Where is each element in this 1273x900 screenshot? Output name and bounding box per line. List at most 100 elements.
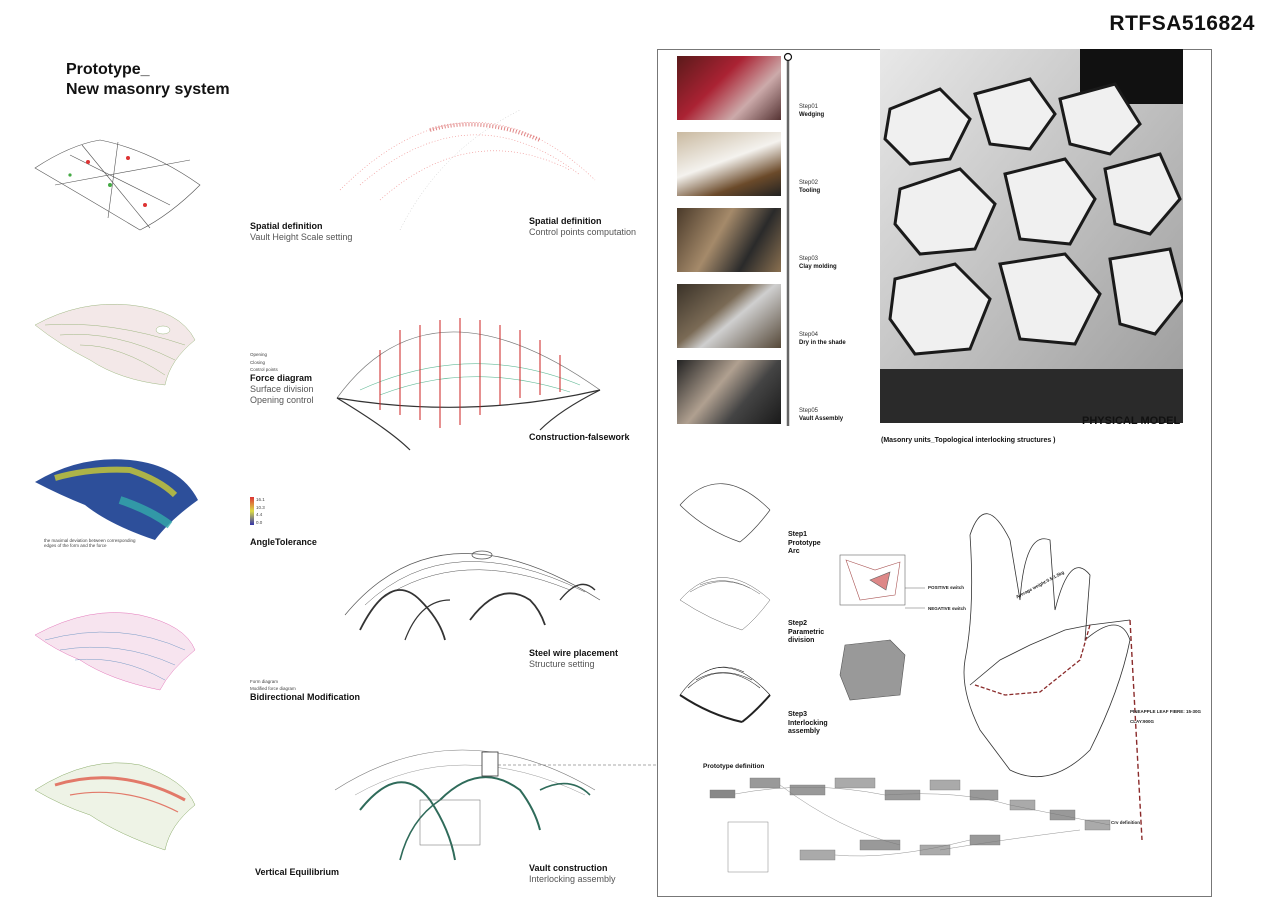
step-vault-assembly: Step05 Vault Assembly: [799, 408, 843, 423]
steel-wire-vault: [344, 550, 601, 641]
caption-construction-falsework: Construction-falsework: [529, 432, 630, 443]
vault-construction: [334, 749, 657, 861]
force-legend: Opening Closing Control points: [250, 351, 278, 374]
scale-tick: 16.1: [256, 497, 265, 502]
hand-illustration: [963, 513, 1143, 841]
parametric-division: [679, 577, 771, 631]
angle-tolerance-map: [35, 459, 254, 540]
control-points-dome: [339, 109, 596, 231]
scale-tick: 4.4: [256, 512, 263, 517]
prototype-definition-graph: [709, 777, 1111, 873]
caption-spatial-definition-1: Spatial definition Vault Height Scale se…: [250, 221, 352, 243]
step-number: Step1: [788, 531, 808, 538]
vertical-equilibrium-diagram: [34, 762, 196, 851]
step-name: Wedging: [799, 111, 825, 118]
negative-switch-label: NEGATIVE switch: [928, 606, 966, 611]
angle-scale: 16.1 10.3 4.4 0.0: [256, 496, 265, 526]
caption-sub: Control points computation: [529, 227, 637, 237]
proto-step-division: Step2 Parametric division: [788, 620, 824, 646]
step-wedging: Step01 Wedging: [799, 104, 824, 119]
caption-title: Vertical Equilibrium: [255, 867, 340, 877]
photo-wedging: [677, 56, 781, 120]
caption-force-diagram: Force diagram Surface division Opening c…: [250, 373, 314, 406]
caption-sub: Opening control: [250, 395, 314, 405]
photo-clay-molding: [677, 208, 781, 272]
bidir-legend: Form diagram Modified force diagram: [250, 678, 296, 692]
bidirectional-diagram: [34, 612, 196, 691]
step-number: Step03: [799, 256, 819, 262]
step-name: Dry in the shade: [799, 339, 846, 346]
step-line-2: Arc: [788, 548, 800, 555]
scale-tick: 10.3: [256, 504, 265, 510]
step-number: Step05: [799, 408, 819, 414]
caption-sub: Vault Height Scale setting: [250, 232, 353, 242]
scale-tick: 0.0: [256, 519, 263, 525]
vault-height-diagram: [34, 139, 201, 231]
legend-control-points: Control points: [250, 367, 278, 372]
step-number: Step04: [799, 332, 819, 338]
step-dry-shade: Step04 Dry in the shade: [799, 332, 846, 347]
caption-bidirectional: Bidirectional Modification: [250, 692, 360, 703]
clay-label: CLAY:900G: [1130, 719, 1155, 724]
step-line-1: Interlocking: [788, 719, 828, 727]
caption-spatial-definition-2: Spatial definition Control points comput…: [529, 216, 636, 238]
physical-model-label: PHYSICAL MODEL: [1082, 415, 1181, 427]
photo-dry-shade: [677, 284, 781, 348]
step-clay-molding: Step03 Clay molding: [799, 256, 837, 271]
physical-model-photo: [880, 49, 1183, 423]
caption-steel-wire: Steel wire placement Structure setting: [529, 648, 618, 670]
caption-title: AngleTolerance: [250, 537, 317, 547]
step-number: Step2: [788, 620, 808, 627]
step-number: Step01: [799, 104, 819, 110]
caption-title: Force diagram: [250, 373, 313, 383]
legend-opening: Opening: [250, 352, 268, 357]
proto-step-arc: Step1 Prototype Arc: [788, 531, 821, 557]
step-line-2: division: [788, 637, 815, 644]
page-title: Prototype_ New masonry system: [66, 60, 230, 100]
step-name: Vault Assembly: [799, 415, 844, 422]
caption-sub: Interlocking assembly: [529, 874, 616, 884]
legend-closing: Closing: [250, 359, 266, 365]
interlocking-blocks-image: [880, 49, 1183, 423]
caption-title: Steel wire placement: [529, 648, 619, 658]
prototype-drawings: [679, 483, 1143, 873]
step-name: Tooling: [799, 187, 821, 194]
fibre-label: PINEAPPLE LEAF FIBRE: 15-30G: [1130, 709, 1202, 714]
step-tooling: Step02 Tooling: [799, 180, 820, 195]
interlocking-assembly-arc: [679, 666, 771, 723]
caption-sub: Surface division: [250, 384, 314, 394]
masonry-caption: (Masonry units_Topological interlocking …: [881, 437, 1056, 444]
timeline-line: [783, 52, 793, 426]
angle-note: the maximal deviation between correspond…: [44, 538, 136, 548]
legend-modified-force: Modified force diagram: [250, 686, 296, 691]
definition-title: Prototype definition: [703, 763, 765, 770]
caption-angle-tolerance: AngleTolerance: [250, 537, 317, 548]
title-line-1: Prototype_: [66, 61, 150, 78]
falsework-vault: [336, 318, 601, 451]
proto-step-assembly: Step3 Interlocking assembly: [788, 711, 828, 737]
prototype-arc: [679, 483, 771, 543]
caption-title: Bidirectional Modification: [250, 692, 361, 702]
caption-sub: Structure setting: [529, 659, 595, 669]
force-diagram-surface: [34, 303, 196, 386]
caption-title: Spatial definition: [250, 221, 323, 231]
step-number: Step3: [788, 711, 808, 718]
step-number: Step02: [799, 180, 819, 186]
legend-form: Form diagram: [250, 679, 279, 684]
caption-title: Vault construction: [529, 863, 608, 873]
caption-vertical-equilibrium: Vertical Equilibrium: [255, 867, 339, 878]
title-line-2: New masonry system: [66, 81, 230, 98]
caption-title: Spatial definition: [529, 216, 602, 226]
unit-module: [839, 554, 925, 701]
positive-switch-label: POSITIVE switch: [928, 585, 965, 590]
crv-definition-label: Crv definition: [1111, 820, 1140, 825]
left-drawings: [34, 109, 657, 861]
photo-vault-assembly: [677, 360, 781, 424]
step-line-1: Parametric: [788, 628, 825, 636]
caption-title: Construction-falsework: [529, 432, 630, 442]
photo-tooling: [677, 132, 781, 196]
project-code: RTFSA516824: [1109, 12, 1255, 35]
caption-vault-construction: Vault construction Interlocking assembly: [529, 863, 616, 885]
step-line-1: Prototype: [788, 539, 821, 547]
step-name: Clay molding: [799, 263, 837, 270]
